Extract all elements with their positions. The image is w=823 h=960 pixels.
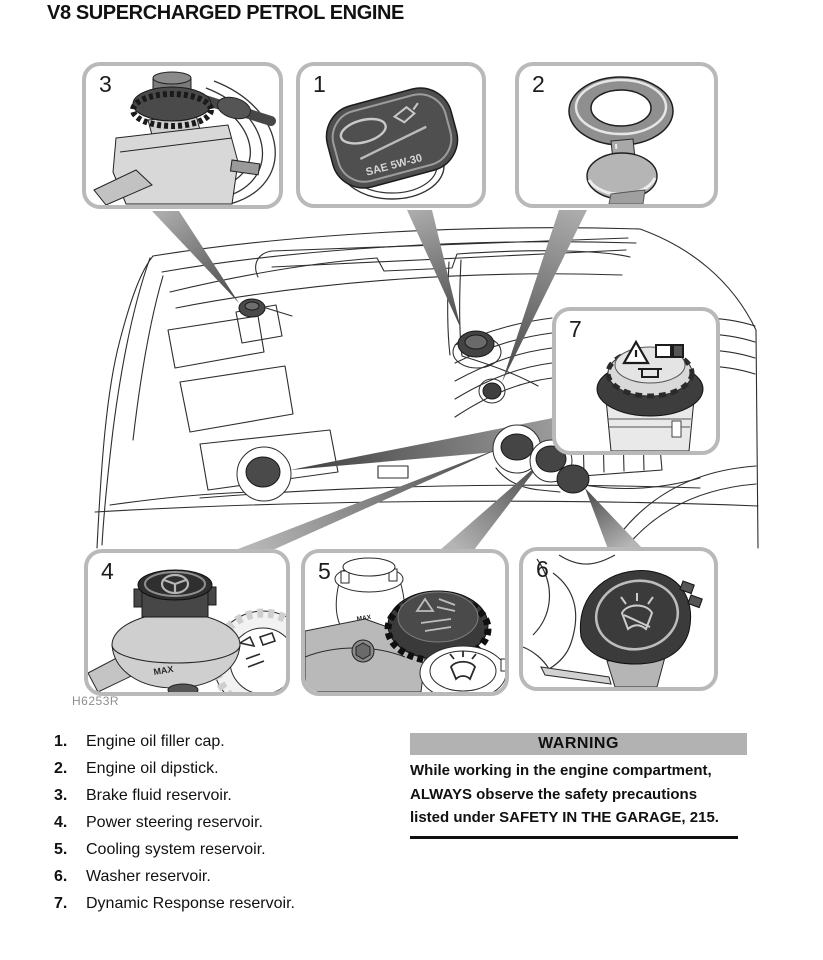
leader-line-2 — [502, 210, 587, 382]
figure-code: H6253R — [72, 694, 120, 708]
legend-label: Dynamic Response reservoir. — [86, 895, 295, 912]
legend-item-2: 2. Engine oil dipstick. — [52, 757, 402, 784]
leader-line-1 — [407, 210, 461, 329]
legend-item-3: 3. Brake fluid reservoir. — [52, 784, 402, 811]
callout-number-1: 1 — [313, 71, 326, 97]
legend-label: Washer reservoir. — [86, 868, 211, 885]
callout-box-brake-fluid: 3 — [82, 62, 283, 209]
dynamic-response-cap — [245, 456, 281, 488]
callout-box-washer: 6 — [519, 547, 718, 691]
steering-wheel-icon — [160, 573, 190, 595]
legend-number: 4. — [54, 814, 68, 831]
leader-line-4 — [238, 446, 505, 549]
dynamic-response-reservoir-illustration — [596, 339, 704, 451]
washer-spray-icon — [449, 651, 477, 681]
legend-label: Engine oil filler cap. — [86, 733, 225, 750]
brake-fluid-reservoir-illustration — [93, 71, 276, 205]
washer-spray-icon — [620, 593, 654, 631]
legend-item-6: 6. Washer reservoir. — [52, 865, 402, 892]
warning-line: listed under SAFETY IN THE GARAGE, 215. — [410, 809, 719, 826]
washer-cap — [556, 464, 590, 494]
legend-label: Brake fluid reservoir. — [86, 787, 232, 804]
warning-divider — [410, 835, 738, 839]
cooling-cap — [535, 445, 567, 473]
legend-label: Power steering reservoir. — [86, 814, 263, 831]
callout-box-power-steering: 4 MAX — [84, 549, 290, 696]
leader-line-7 — [290, 418, 553, 470]
callout-box-dipstick: 2 — [515, 62, 718, 208]
legend-item-7: 7. Dynamic Response reservoir. — [52, 892, 402, 919]
leader-lines — [152, 210, 643, 550]
leader-line-5 — [440, 461, 542, 550]
max-mark: MAX — [153, 664, 174, 677]
callout-number-4: 4 — [101, 558, 114, 584]
callout-number-3: 3 — [99, 71, 112, 97]
bay-caps — [236, 298, 590, 502]
legend-number: 3. — [54, 787, 68, 804]
warning-header: WARNING — [410, 733, 747, 755]
callout-number-7: 7 — [569, 316, 582, 342]
legend-number: 6. — [54, 868, 68, 885]
warning-body: While working in the engine compartment,… — [410, 759, 747, 830]
oil-can-icon — [392, 102, 419, 124]
callout-number-2: 2 — [532, 71, 545, 97]
dipstick-handle — [482, 382, 502, 400]
legend-list: 1. Engine oil filler cap. 2. Engine oil … — [52, 730, 402, 919]
legend-label: Engine oil dipstick. — [86, 760, 219, 777]
callout-box-dynamic-response: 7 — [552, 307, 720, 455]
leader-line-3 — [152, 211, 239, 303]
legend-item-5: 5. Cooling system reservoir. — [52, 838, 402, 865]
callout-box-cooling-system: 5 MAX — [301, 549, 509, 696]
callout-number-6: 6 — [536, 556, 549, 582]
power-steering-reservoir-illustration: MAX — [88, 569, 286, 692]
legend-number: 5. — [54, 841, 68, 858]
power-steering-cap — [500, 433, 534, 461]
callout-number-5: 5 — [318, 558, 331, 584]
warning-box: WARNING While working in the engine comp… — [410, 733, 747, 839]
oil-filler-cap-illustration: SAE 5W-30 — [325, 87, 459, 200]
warning-line: While working in the engine compartment, — [410, 762, 712, 779]
legend-label: Cooling system reservoir. — [86, 841, 266, 858]
cooling-system-reservoir-illustration: MAX — [305, 557, 505, 692]
legend-item-4: 4. Power steering reservoir. — [52, 811, 402, 838]
handbook-icon — [655, 344, 684, 358]
legend-number: 2. — [54, 760, 68, 777]
warning-line: ALWAYS observe the safety precautions — [410, 785, 698, 803]
dipstick-illustration — [568, 76, 674, 204]
cap-warning-markings — [237, 631, 277, 668]
callout-box-oil-filler: 1 SAE 5W-30 — [296, 62, 486, 208]
legend-item-1: 1. Engine oil filler cap. — [52, 730, 402, 757]
legend-number: 1. — [54, 733, 68, 750]
cooling-cap-warning-markings — [415, 597, 456, 632]
brand-oval-logo — [339, 117, 387, 145]
max-mark-small: MAX — [356, 614, 372, 623]
page-title: V8 SUPERCHARGED PETROL ENGINE — [47, 2, 404, 24]
leader-line-6 — [585, 488, 643, 549]
warning-triangle-icon — [622, 339, 650, 365]
dipstick-ring — [478, 378, 506, 404]
legend-number: 7. — [54, 895, 68, 912]
washer-reservoir-illustration — [523, 554, 703, 687]
